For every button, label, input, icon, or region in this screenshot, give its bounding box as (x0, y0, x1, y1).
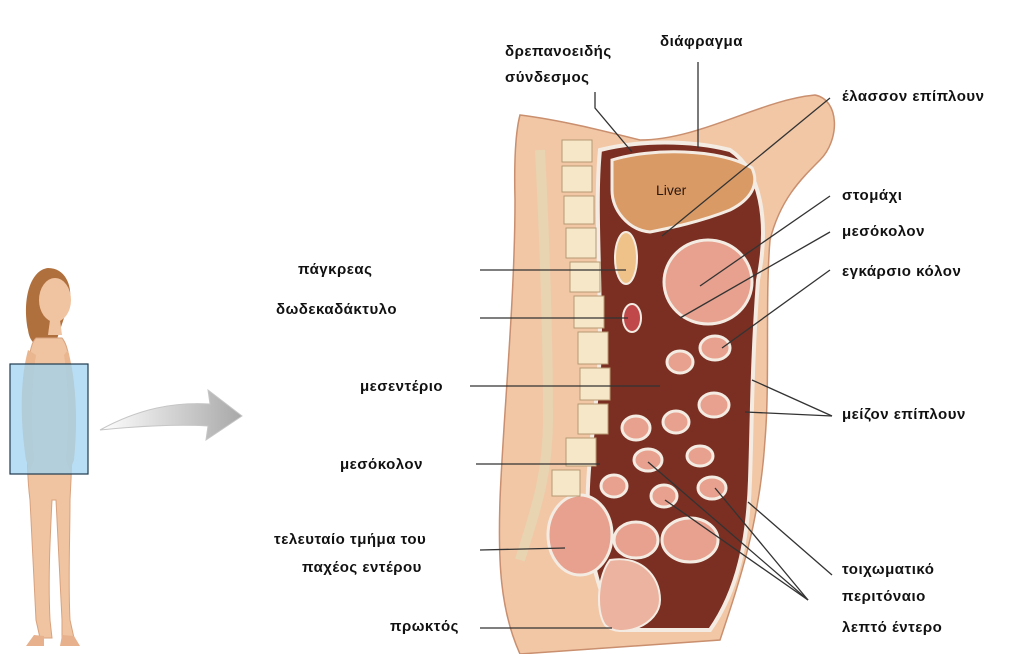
label-mesentery: μεσεντέριο (360, 377, 443, 397)
abdomen-cross-section (499, 95, 834, 654)
label-rectum: πρωκτός (390, 617, 459, 637)
label-panel (135, 132, 480, 368)
arrow-icon (100, 390, 242, 440)
label-transverse-colon: εγκάρσιο κόλον (842, 262, 961, 282)
label-diaphragm: διάφραγμα (660, 32, 743, 52)
liver-label: Liver (656, 182, 687, 198)
label-lesser-omentum: έλασσον επίπλουν (842, 87, 984, 107)
label-last-part-1: τελευταίο τμήμα του (274, 530, 426, 550)
label-last-part-2: παχέος εντέρου (302, 558, 422, 578)
label-small-intestine: λεπτό έντερο (842, 618, 942, 638)
label-duodenum: δωδεκαδάκτυλο (276, 300, 397, 320)
label-mesocolon-bottom: μεσόκολον (340, 455, 423, 475)
label-parietal-2: περιτόναιο (842, 587, 926, 607)
label-falciform-1: δρεπανοειδής (505, 42, 612, 62)
label-parietal-1: τοιχωματικό (842, 560, 934, 580)
label-falciform-2: σύνδεσμος (505, 68, 589, 88)
highlight-box (10, 364, 88, 474)
label-mesocolon-top: μεσόκολον (842, 222, 925, 242)
label-stomach: στομάχι (842, 186, 902, 206)
label-pancreas: πάγκρεας (298, 260, 372, 280)
label-greater-omentum: μείζον επίπλουν (842, 405, 966, 425)
